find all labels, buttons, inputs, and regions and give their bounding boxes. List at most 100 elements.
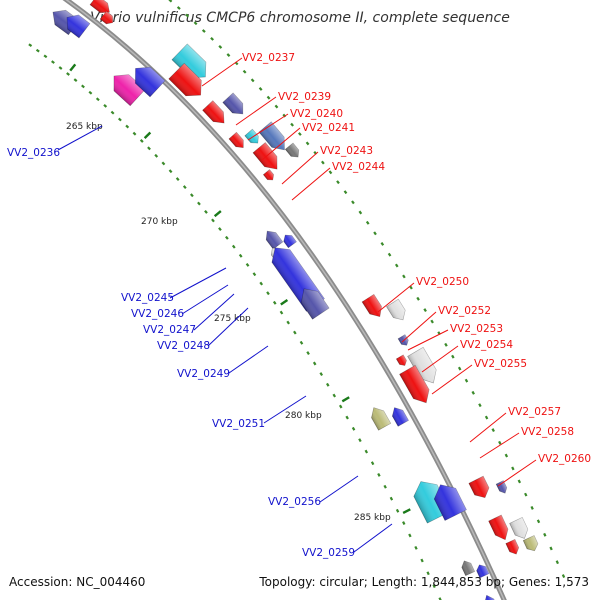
leader-line: [201, 57, 243, 87]
gene-label-vv2-0252[interactable]: VV2_0252: [438, 305, 491, 317]
gene-arrow-shading: [407, 347, 437, 383]
gene-feature: [461, 560, 476, 577]
tick-dot-outer: [530, 505, 534, 510]
scale-ticks: [69, 63, 411, 514]
tick-dot-inner: [88, 90, 93, 95]
tick-dot-inner: [161, 161, 166, 166]
tick-dot-outer: [543, 532, 547, 537]
gene-label-vv2-0254[interactable]: VV2_0254: [460, 339, 513, 351]
leader-line: [228, 345, 269, 374]
gene-label-vv2-0253[interactable]: VV2_0253: [450, 323, 503, 335]
tick-dot-inner: [58, 66, 63, 70]
leader-line: [479, 432, 520, 459]
gene-label-vv2-0236[interactable]: VV2_0236: [7, 147, 60, 159]
tick-dot-inner: [81, 84, 85, 89]
gene-arrow-shading: [488, 515, 508, 540]
tick-dot-inner: [95, 97, 100, 102]
gene-feature: [222, 92, 244, 115]
tick-dot-inner: [370, 461, 375, 466]
leader-line: [291, 167, 331, 201]
tick-ring-inner: [28, 43, 442, 600]
tick-dot-outer: [387, 252, 392, 257]
tick-dot-inner: [299, 340, 304, 345]
gene-label-vv2-0250[interactable]: VV2_0250: [416, 276, 469, 288]
tick-dot-outer: [561, 574, 566, 578]
gene-feature: [361, 293, 382, 318]
tick-dot-inner: [238, 253, 243, 258]
tick-dot-outer: [218, 45, 223, 49]
tick-dot-inner: [266, 291, 270, 296]
gene-label-vv2-0259[interactable]: VV2_0259: [302, 547, 355, 559]
gene-label-vv2-0244[interactable]: VV2_0244: [332, 161, 385, 173]
gene-label-vv2-0249[interactable]: VV2_0249: [177, 368, 230, 380]
gene-label-vv2-0241[interactable]: VV2_0241: [302, 122, 355, 134]
gene-feature: [386, 298, 406, 321]
leader-line: [407, 329, 449, 351]
scale-tick: [341, 396, 350, 403]
tick-dot-inner: [204, 209, 208, 214]
leader-line: [263, 395, 307, 424]
gene-label-vv2-0260[interactable]: VV2_0260: [538, 453, 591, 465]
tick-dot-outer: [321, 160, 325, 165]
tick-dot-outer: [451, 354, 455, 359]
gene-arrow-shading: [396, 354, 407, 366]
gene-label-vv2-0258[interactable]: VV2_0258: [521, 426, 574, 438]
gene-feature: [66, 14, 91, 39]
gene-arrow-shading: [90, 0, 110, 13]
leader-line: [193, 293, 235, 331]
gene-label-vv2-0237[interactable]: VV2_0237: [242, 52, 295, 64]
gene-label-vv2-0239[interactable]: VV2_0239: [278, 91, 331, 103]
tick-dot-inner: [125, 124, 130, 129]
gene-arrow-shading: [386, 299, 406, 320]
gene-feature: [392, 407, 409, 427]
gene-feature: [468, 475, 490, 499]
gene-label-vv2-0240[interactable]: VV2_0240: [290, 108, 343, 120]
scale-label-285: 285 kbp: [354, 513, 391, 523]
tick-dot-inner: [139, 139, 144, 143]
gene-feature: [89, 0, 110, 13]
tick-dot-outer: [409, 285, 413, 290]
gene-label-vv2-0251[interactable]: VV2_0251: [212, 418, 265, 430]
scale-label-270: 270 kbp: [141, 217, 178, 227]
leader-line: [353, 523, 393, 553]
gene-feature: [407, 346, 437, 384]
gene-feature: [262, 169, 274, 181]
gene-label-vv2-0256[interactable]: VV2_0256: [268, 496, 321, 508]
gene-label-vv2-0243[interactable]: VV2_0243: [320, 145, 373, 157]
leader-line: [281, 151, 319, 185]
tick-dot-inner: [402, 521, 406, 525]
tick-dot-outer: [336, 180, 340, 185]
tick-dot-outer: [210, 36, 215, 41]
gene-label-vv2-0248[interactable]: VV2_0248: [157, 340, 210, 352]
tick-dot-inner: [154, 153, 159, 158]
tick-dot-inner: [272, 300, 277, 305]
gene-feature: [433, 484, 467, 521]
scale-label-275: 275 kbp: [214, 314, 251, 324]
tick-dot-inner: [319, 372, 324, 377]
gene-arrow-shading: [283, 235, 297, 248]
gene-feature: [399, 364, 430, 404]
tick-dot-outer: [328, 170, 333, 175]
gene-arrow-shading: [263, 169, 274, 180]
tick-dot-outer: [471, 390, 475, 395]
tick-dot-outer: [484, 415, 489, 420]
gene-label-vv2-0255[interactable]: VV2_0255: [474, 358, 527, 370]
tick-dot-outer: [549, 546, 553, 551]
leader-line: [431, 364, 473, 395]
gene-label-vv2-0245[interactable]: VV2_0245: [121, 292, 174, 304]
gene-label-vv2-0247[interactable]: VV2_0247: [143, 324, 196, 336]
tick-dot-outer: [536, 519, 541, 524]
tick-dot-inner: [438, 597, 442, 600]
gene-label-vv2-0246[interactable]: VV2_0246: [131, 308, 184, 320]
gene-feature: [265, 230, 284, 250]
gene-arrow-shading: [222, 92, 243, 114]
tick-dot-inner: [383, 484, 387, 489]
gene-arrow-shading: [301, 288, 330, 320]
gene-label-vv2-0257[interactable]: VV2_0257: [508, 406, 561, 418]
tick-dot-outer: [373, 231, 377, 236]
gene-arrow-shading: [434, 484, 467, 521]
tick-dot-inner: [286, 320, 290, 325]
tick-dot-outer: [444, 342, 448, 347]
scale-label-280: 280 kbp: [285, 411, 322, 421]
